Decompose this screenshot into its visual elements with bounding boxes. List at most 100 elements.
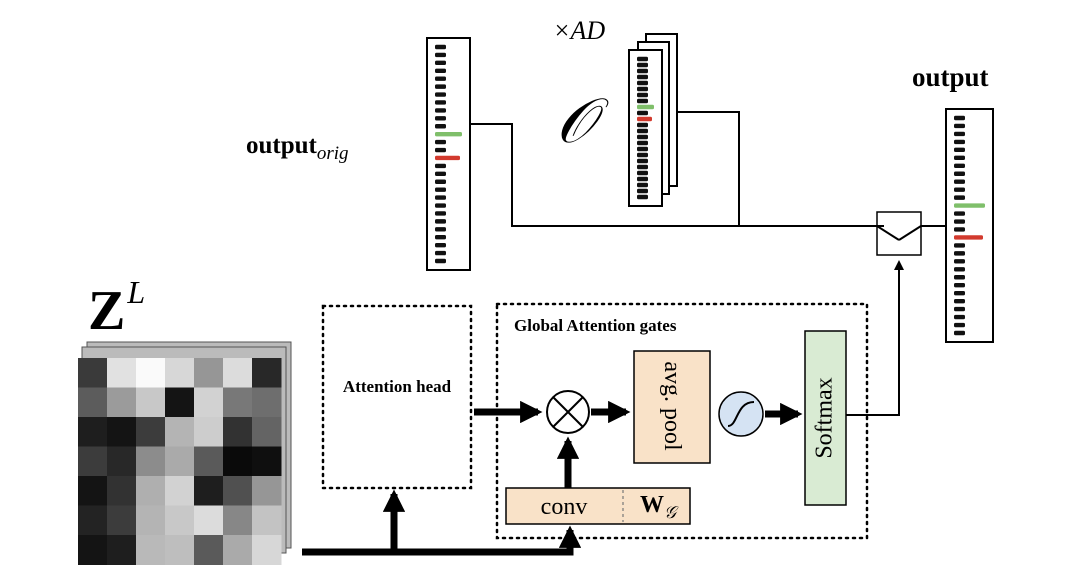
weight-label: W𝒢 [626,492,690,523]
ensemble-vector-entry [637,176,648,182]
sigmoid-icon [718,391,764,437]
output-orig-entry [435,139,446,145]
output-orig-label: outputorig [246,132,349,165]
final-output-entry [954,211,965,216]
final-output-entry [954,195,965,200]
feature-map-cell [165,505,195,536]
line-stack-to-gate [676,111,740,226]
final-output-entry [954,251,965,256]
output-orig-vector [426,37,471,271]
attention-head-box [321,304,473,490]
feature-map-cell [78,446,108,477]
final-output-entry [954,314,965,320]
feature-map-cell [107,358,137,388]
switch-gate-icon [876,211,922,256]
ensemble-vector-entry [637,80,648,86]
feature-map-cell [107,417,137,447]
feature-map-cell [252,417,282,447]
final-output-entry [954,290,965,296]
feature-map-cell [223,505,253,536]
ensemble-count-label: ×AD [553,16,606,45]
feature-map-cell [252,387,282,418]
output-orig-entry [435,124,446,129]
final-output-frame [945,108,994,343]
multiply-icon [546,390,590,434]
output-orig-entry [435,108,446,113]
feature-map-cell [194,446,224,477]
ensemble-vector-entry [637,134,648,140]
feature-map-cell [252,446,282,477]
input-feature-label: ZL [88,274,145,343]
ensemble-vector-entry [637,68,648,74]
feature-map-cell [194,505,224,536]
final-output-entry [954,171,965,176]
feature-map-cell [194,535,224,565]
output-orig-entry [435,68,446,73]
feature-map-cell [223,446,253,477]
conv-node [505,487,691,525]
ensemble-vector-entry [637,194,648,200]
ensemble-vector-entry [637,188,648,194]
arrow-input-bus [302,525,582,556]
ensemble-vector-entry [637,122,648,128]
feature-map-cell [165,476,195,506]
softmax-node [804,330,847,506]
final-output-entry [954,131,965,137]
ensemble-vector-entry [637,104,654,110]
output-label: output [912,62,989,92]
gates-title: Global Attention gates [514,316,677,335]
ensemble-vector-entry [637,182,648,188]
output-orig-subscript: orig [316,143,349,164]
softmax-label-box: Softmax [806,332,844,504]
feature-map-cell [78,505,108,536]
feature-map-cell [78,535,108,565]
output-orig-entry [435,52,446,58]
feature-map-cell [223,476,253,506]
ensemble-vector-entry [637,86,648,92]
final-output-entry [954,322,965,328]
feature-map-cell [107,387,137,418]
ensemble-vector-entry [637,140,648,146]
final-output-entry [954,283,965,288]
ensemble-vector-entry [637,98,648,104]
ensemble-vector-entry [637,110,648,116]
feature-map-cell [136,358,166,388]
output-orig-entry [435,131,462,137]
ensemble-vector-entry [637,128,648,134]
output-orig-frame [426,37,471,271]
final-output-entry [954,267,965,272]
attention-head-label: Attention head [342,377,452,396]
ensemble-vector-entry [637,62,648,68]
final-output-entry [954,298,965,304]
final-output-entry [954,155,965,161]
feature-map-cell [223,417,253,447]
weight-symbol: W [639,492,664,518]
output-orig-entry [435,163,446,169]
feature-map-cell [165,535,195,565]
avg-pool-label-box: avg. pool [636,352,708,460]
global-attention-gates-box [495,302,869,540]
ensemble-vector-entry [637,158,648,164]
final-output-entry [954,139,965,145]
feature-map-cell [223,535,253,565]
softmax-label: Softmax [811,377,838,459]
final-output-entry [954,179,965,184]
feature-map-cell [78,417,108,447]
final-output-entry [954,227,965,232]
final-output-vector [945,108,994,343]
conv-label: conv [540,494,588,520]
output-orig-entry [435,155,460,161]
feature-map-cell [107,535,137,565]
feature-map-cell [78,387,108,418]
output-orig-entry [435,203,446,208]
final-output-entry [954,330,965,336]
input-superscript: L [127,274,146,310]
ensemble-output-stack [628,33,678,207]
output-orig-entry [435,187,446,192]
feature-map-cell [136,476,166,506]
feature-map-cell [165,417,195,447]
output-orig-entry [435,227,446,232]
feature-map-cell [252,476,282,506]
final-output-entry [954,243,965,248]
